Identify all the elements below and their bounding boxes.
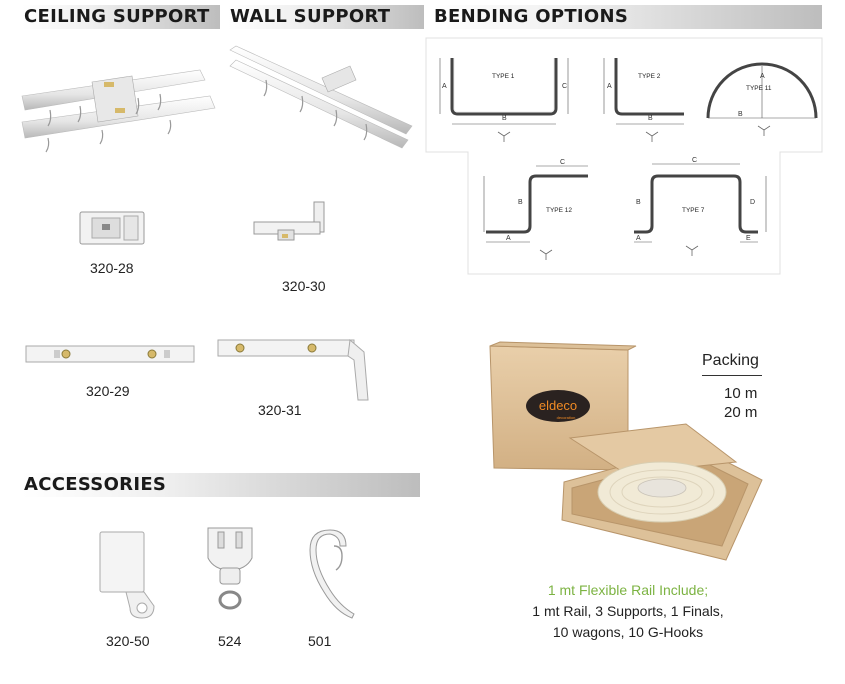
bending-options-header: BENDING OPTIONS — [432, 5, 822, 29]
svg-text:B: B — [502, 115, 507, 122]
type-1-shape: TYPE 1 A C B — [439, 58, 569, 142]
support-320-29-image — [25, 345, 195, 363]
code-501: 501 — [308, 633, 332, 649]
code-320-28: 320-28 — [90, 260, 134, 276]
svg-text:E: E — [746, 235, 751, 242]
svg-text:A: A — [607, 83, 612, 90]
svg-text:TYPE 12: TYPE 12 — [546, 207, 572, 214]
type-12-shape: TYPE 12 C B A — [483, 159, 588, 260]
code-320-50: 320-50 — [106, 633, 150, 649]
svg-text:B: B — [518, 199, 523, 206]
code-524: 524 — [218, 633, 242, 649]
bending-options-diagram: TYPE 1 A C B TYPE 2 A B TYPE 11 A B TYPE… — [425, 37, 823, 275]
accessory-320-50-image — [99, 531, 155, 619]
svg-text:B: B — [636, 199, 641, 206]
svg-text:C: C — [562, 83, 567, 90]
packing-title: Packing — [702, 352, 759, 369]
svg-text:decoration: decoration — [557, 415, 576, 420]
code-320-29: 320-29 — [86, 383, 130, 399]
wall-support-header: WALL SUPPORT — [228, 5, 424, 29]
svg-text:B: B — [648, 115, 653, 122]
include-line-2: 10 wagons, 10 G-Hooks — [552, 624, 704, 640]
packing-underline — [702, 375, 762, 376]
svg-text:eldeco: eldeco — [539, 398, 577, 413]
eldeco-logo — [526, 390, 590, 422]
support-320-31-image — [217, 339, 369, 401]
svg-text:A: A — [442, 83, 447, 90]
svg-text:A: A — [636, 235, 641, 242]
code-320-31: 320-31 — [258, 402, 302, 418]
svg-text:TYPE 2: TYPE 2 — [638, 73, 661, 80]
svg-text:A: A — [760, 73, 765, 80]
ceiling-support-rail-image — [21, 69, 216, 153]
svg-text:TYPE 1: TYPE 1 — [492, 73, 515, 80]
svg-text:C: C — [560, 159, 565, 166]
packing-size-20m: 20 m — [724, 404, 758, 421]
accessory-501-image — [309, 529, 355, 619]
support-320-30-image — [253, 201, 325, 241]
support-320-28-image — [79, 211, 145, 245]
svg-text:B: B — [738, 111, 743, 118]
svg-text:C: C — [692, 157, 697, 164]
include-headline: 1 mt Flexible Rail Include; — [547, 582, 709, 598]
packing-box-image: eldeco decoration — [489, 341, 763, 561]
type-2-shape: TYPE 2 A B — [603, 58, 684, 142]
svg-text:A: A — [506, 235, 511, 242]
type-7-shape: TYPE 7 C B D A E — [634, 157, 767, 256]
accessories-header: ACCESSORIES — [22, 473, 420, 497]
ceiling-support-header: CEILING SUPPORT — [22, 5, 220, 29]
packing-size-10m: 10 m — [724, 385, 758, 402]
svg-text:TYPE 11: TYPE 11 — [746, 85, 772, 92]
include-line-1: 1 mt Rail, 3 Supports, 1 Finals, — [532, 603, 724, 619]
svg-text:D: D — [750, 199, 755, 206]
wall-support-rail-image — [229, 45, 413, 149]
code-320-30: 320-30 — [282, 278, 326, 294]
type-11-shape: TYPE 11 A B — [706, 62, 818, 136]
svg-text:TYPE 7: TYPE 7 — [682, 207, 705, 214]
accessory-524-image — [207, 527, 253, 610]
